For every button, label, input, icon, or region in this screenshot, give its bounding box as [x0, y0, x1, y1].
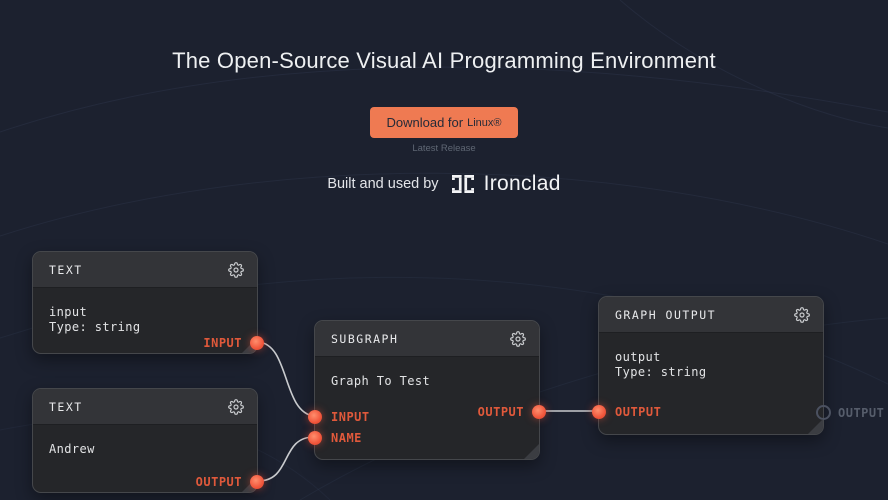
node-header[interactable]: TEXT — [33, 389, 257, 425]
port-label-name: NAME — [331, 431, 362, 445]
node-body-text: Andrew — [49, 442, 95, 456]
node-body-text: Graph To Test — [331, 374, 431, 388]
port-output[interactable] — [592, 405, 606, 419]
node-body-text: input Type: string — [49, 305, 141, 334]
built-by-text: Built and used by — [327, 176, 439, 192]
port-input[interactable] — [308, 410, 322, 424]
ironclad-wordmark: Ironclad — [483, 172, 561, 195]
node-text-input[interactable]: TEXT input Type: string INPUT — [32, 251, 264, 354]
port-label-output: OUTPUT — [615, 405, 662, 419]
node-body-text: output Type: string — [615, 350, 707, 379]
port-output[interactable] — [250, 475, 264, 489]
port-input[interactable] — [250, 336, 264, 350]
external-output-port[interactable] — [816, 405, 831, 420]
resize-handle[interactable] — [808, 419, 823, 434]
latest-release-label: Latest Release — [412, 143, 476, 154]
download-button-os: Linux® — [467, 116, 502, 129]
node-text-andrew[interactable]: TEXT Andrew OUTPUT — [32, 388, 264, 493]
node-header[interactable]: GRAPH OUTPUT — [599, 297, 823, 333]
gear-icon[interactable] — [794, 306, 810, 323]
port-label-input: INPUT — [331, 410, 370, 424]
port-name[interactable] — [308, 431, 322, 445]
gear-icon[interactable] — [228, 398, 244, 415]
node-title: TEXT — [49, 399, 83, 414]
port-label-output: OUTPUT — [477, 405, 524, 419]
port-label-output: OUTPUT — [195, 475, 242, 489]
node-header[interactable]: TEXT — [33, 252, 257, 288]
page-title: The Open-Source Visual AI Programming En… — [172, 48, 716, 73]
download-button-label: Download for — [386, 115, 464, 130]
node-title: TEXT — [49, 262, 83, 277]
node-title: SUBGRAPH — [331, 331, 399, 346]
gear-icon[interactable] — [510, 330, 526, 347]
download-button[interactable]: Download for Linux® — [370, 107, 518, 138]
ironclad-logo-icon — [451, 175, 474, 193]
ironclad-brand: Ironclad — [450, 171, 561, 197]
port-label-input: INPUT — [203, 336, 242, 350]
node-title: GRAPH OUTPUT — [615, 307, 717, 322]
node-header[interactable]: SUBGRAPH — [315, 321, 539, 357]
wire-text2-to-subgraph-name — [257, 436, 315, 482]
node-subgraph[interactable]: SUBGRAPH Graph To Test INPUT NAME OUTPUT — [308, 320, 546, 460]
resize-handle[interactable] — [524, 444, 539, 459]
node-graph-output[interactable]: GRAPH OUTPUT output Type: string OUTPUT … — [592, 296, 884, 435]
wire-text1-to-subgraph-input — [257, 341, 315, 417]
external-output-label: OUTPUT — [838, 406, 885, 420]
port-output[interactable] — [532, 405, 546, 419]
social-proof: Built and used by Ironclad — [0, 171, 888, 197]
gear-icon[interactable] — [228, 261, 244, 278]
